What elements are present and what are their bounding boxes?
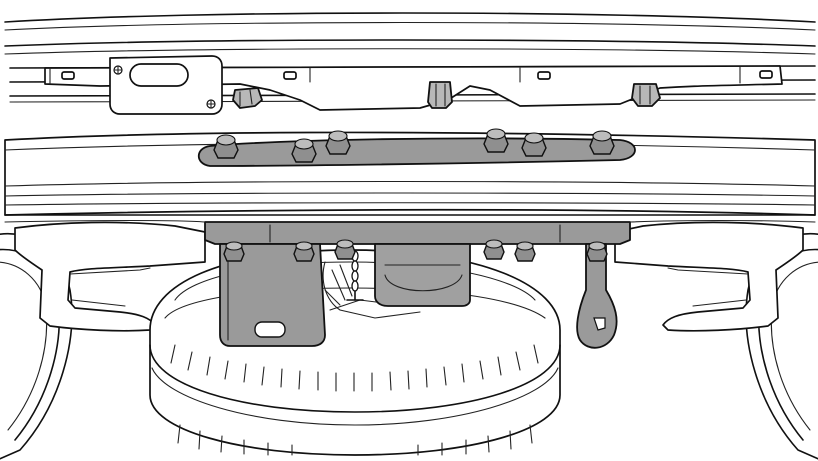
bolt [589,130,615,155]
carrier-bolts [223,239,608,262]
bolt [291,138,317,163]
retaining-clip-1 [232,87,263,109]
left-license-bracket [109,55,223,115]
retaining-clips [232,81,661,109]
retaining-clip-2 [427,81,453,109]
bolt [521,132,547,157]
bolt [483,239,505,260]
left-suspension-arm [14,221,206,332]
bracket-slot [254,321,286,338]
right-hook-bracket [576,243,618,349]
tire-hoist-winch [374,243,471,307]
bolt-plate [197,137,636,167]
bolt [483,128,509,153]
bolt [514,241,536,262]
bolt [223,241,245,262]
right-suspension-arm [614,221,804,332]
rail-slot-holes [61,70,773,80]
bolt-plate-bolts [213,128,615,163]
left-bracket [219,243,326,347]
retaining-clip-3 [631,83,661,107]
bolt [334,239,356,260]
mounting-rail [44,65,783,111]
spare-tire-carrier-plate [204,221,631,245]
tire-hoist-chain [346,250,364,301]
bolt [213,134,239,159]
bolt [293,241,315,262]
bolt [325,130,351,155]
bolt [586,241,608,262]
tire-tread [170,344,539,456]
